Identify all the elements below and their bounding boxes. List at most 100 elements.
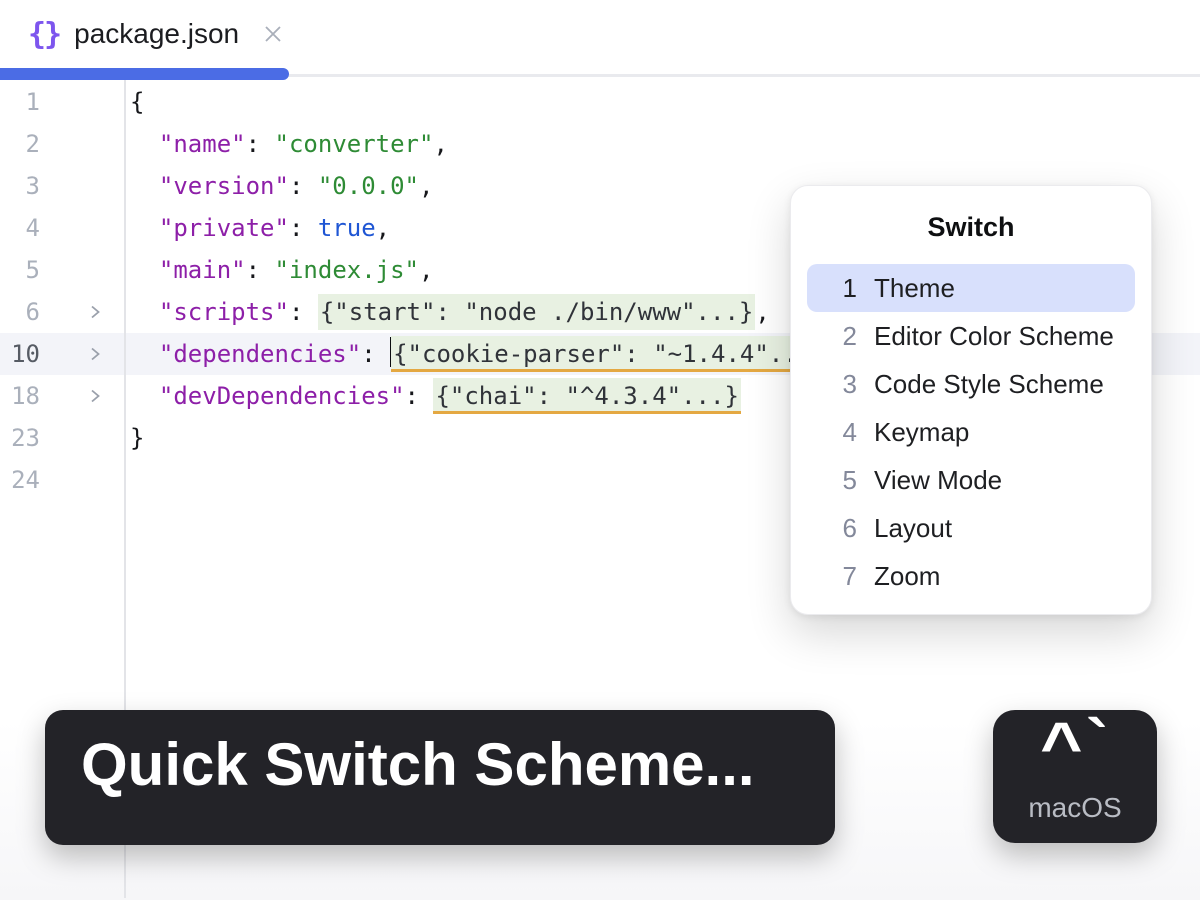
code-line-5[interactable]: 5 "main": "index.js", [0,249,1200,291]
gutter: 10 [0,333,124,375]
folded-region[interactable]: {"start": "node ./bin/www"...} [317,294,756,330]
code-text: { [124,81,1200,123]
item-shortcut-number: 5 [842,464,857,495]
code-line-3[interactable]: 3 "version": "0.0.0", [0,165,1200,207]
line-number: 6 [25,298,40,326]
code-token: true [317,214,376,242]
code-token: "name" [158,130,246,158]
gutter: 5 [0,249,124,291]
code-token: "scripts" [158,298,289,326]
tabbar-divider [0,74,1200,77]
gutter: 23 [0,417,124,459]
code-token: : [245,256,275,284]
item-shortcut-number: 1 [842,272,857,303]
item-label: Zoom [874,560,941,591]
tab-title: package.json [74,18,240,49]
popup-item-layout[interactable]: 6 Layout [807,504,1135,552]
code-line-6[interactable]: 6 "scripts": {"start": "node ./bin/www".… [0,291,1200,333]
fold-arrow-icon[interactable] [86,299,106,325]
code-token: , [419,256,434,284]
action-hint: Quick Switch Scheme... [45,710,835,845]
line-number: 2 [25,130,40,158]
item-label: Editor Color Scheme [874,320,1114,351]
code-line-18[interactable]: 18 "devDependencies": {"chai": "^4.3.4".… [0,375,1200,417]
gutter: 1 [0,81,124,123]
code-token: : [404,382,434,410]
code-token: "converter" [274,130,434,158]
popup-item-code-style-scheme[interactable]: 3 Code Style Scheme [807,360,1135,408]
code-token: { [130,88,145,116]
gutter: 4 [0,207,124,249]
gutter: 2 [0,123,124,165]
line-number: 10 [11,340,40,368]
code-text: "main": "index.js", [124,249,1200,291]
code-token: : [288,298,318,326]
code-token: , [433,130,448,158]
fold-arrow-icon[interactable] [86,341,106,367]
popup-item-editor-color-scheme[interactable]: 2 Editor Color Scheme [807,312,1135,360]
code-line-4[interactable]: 4 "private": true, [0,207,1200,249]
code-token: "dependencies" [158,340,362,368]
fold-arrow-icon[interactable] [86,383,106,409]
line-number: 4 [25,214,40,242]
code-token [130,214,159,242]
gutter: 18 [0,375,124,417]
code-text: "version": "0.0.0", [124,165,1200,207]
code-token: "0.0.0" [317,172,420,200]
item-shortcut-number: 3 [842,368,857,399]
code-token: "main" [158,256,246,284]
code-text: } [124,417,1200,459]
popup-item-keymap[interactable]: 4 Keymap [807,408,1135,456]
popup-item-theme[interactable]: 1 Theme [807,264,1135,312]
gutter-separator [124,80,126,898]
code-token: : [288,214,318,242]
code-token: "private" [158,214,289,242]
shortcut-badge: ^ ` macOS [993,709,1157,843]
code-token: : [361,340,391,368]
code-token [130,340,159,368]
close-icon[interactable] [261,22,285,46]
code-token: "version" [158,172,289,200]
code-line-23[interactable]: 23} [0,417,1200,459]
code-token: , [375,214,391,242]
code-line-24[interactable]: 24 [0,459,1200,501]
popup-title: Switch [927,212,1015,242]
code-token: , [419,172,434,200]
line-number: 18 [11,382,40,410]
action-hint-label: Quick Switch Scheme... [81,731,755,798]
control-backtick-keys-icon: ^ ` [1040,709,1108,778]
item-label: Layout [874,512,953,543]
code-token [130,298,159,326]
code-token [130,256,159,284]
tab-package-json[interactable]: {} package.json [0,0,307,68]
item-label: View Mode [874,464,1003,495]
gutter: 6 [0,291,124,333]
editor-tab-bar: {} package.json [0,0,1200,80]
code-token: : [288,172,318,200]
folded-region[interactable]: {"cookie-parser": "~1.4.4"...} [391,336,829,372]
code-token [130,382,159,410]
code-line-1[interactable]: 1{ [0,81,1200,123]
line-number: 1 [25,88,40,116]
item-label: Theme [874,272,955,303]
folded-region[interactable]: {"chai": "^4.3.4"...} [433,378,741,414]
json-file-icon: {} [28,16,62,52]
item-shortcut-number: 7 [842,560,857,591]
code-text: "devDependencies": {"chai": "^4.3.4"...} [124,375,1200,417]
item-label: Code Style Scheme [874,368,1104,399]
item-shortcut-number: 4 [842,416,857,447]
item-shortcut-number: 6 [842,512,857,543]
line-number: 5 [25,256,40,284]
code-text: "scripts": {"start": "node ./bin/www"...… [124,291,1200,333]
item-label: Keymap [874,416,970,447]
code-token: , [755,298,770,326]
popup-item-zoom[interactable]: 7 Zoom [807,552,1135,600]
gutter: 24 [0,459,124,501]
code-line-2[interactable]: 2 "name": "converter", [0,123,1200,165]
popup-item-view-mode[interactable]: 5 View Mode [807,456,1135,504]
code-text: "name": "converter", [124,123,1200,165]
code-text: "private": true, [124,207,1200,249]
item-shortcut-number: 2 [842,320,857,351]
code-token [130,130,159,158]
